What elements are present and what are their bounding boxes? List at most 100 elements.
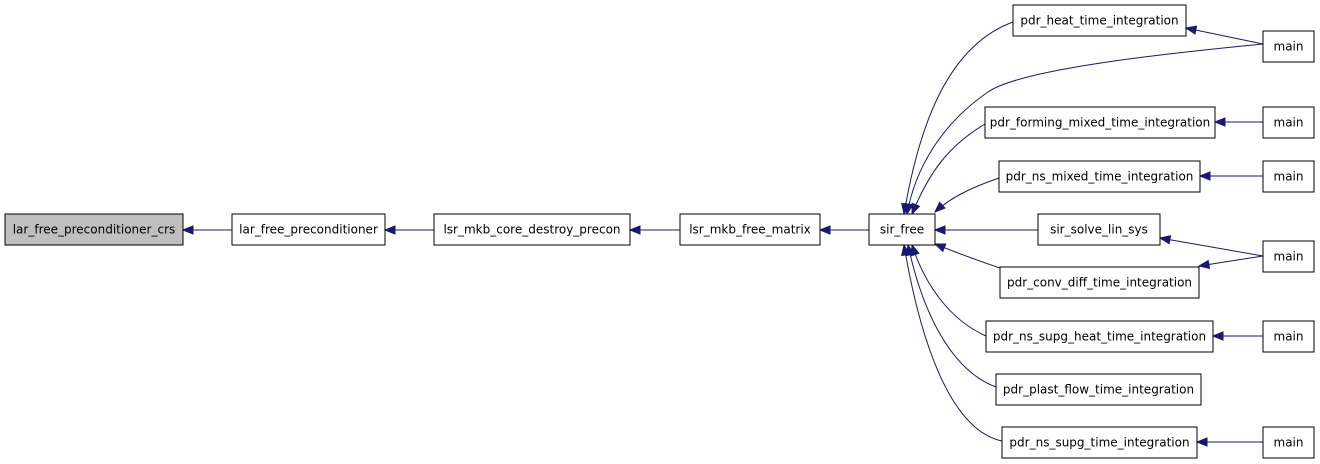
- nodes: lar_free_preconditioner_crs lar_free_prec…: [4, 4, 1315, 459]
- node-lsr-mkb-free-matrix[interactable]: lsr_mkb_free_matrix: [679, 213, 821, 246]
- node-label: pdr_plast_flow_time_integration: [1003, 383, 1194, 397]
- edge-line: [911, 123, 986, 215]
- node-label: pdr_ns_supg_time_integration: [1009, 436, 1189, 450]
- edge-n_solve-to-n_sir: [933, 225, 1038, 235]
- node-box: [1262, 240, 1315, 273]
- edge-m4-to-n_conv: [1197, 255, 1264, 270]
- arrowhead-icon: [1184, 25, 1198, 35]
- node-box: [868, 213, 936, 246]
- edge-line: [1198, 255, 1264, 267]
- node-box: [433, 213, 631, 246]
- node-box: [679, 213, 821, 246]
- edge-line: [906, 43, 1264, 215]
- node-main[interactable]: main: [1262, 30, 1315, 63]
- node-main[interactable]: main: [1262, 240, 1315, 273]
- node-pdr-forming-mixed-time-integration[interactable]: pdr_forming_mixed_time_integration: [984, 106, 1216, 139]
- arrowhead-icon: [1213, 117, 1226, 127]
- node-main[interactable]: main: [1262, 426, 1315, 459]
- node-main[interactable]: main: [1262, 320, 1315, 353]
- edge-n_lsrfm-to-n_lsrdp: [628, 225, 680, 235]
- node-label: main: [1274, 170, 1304, 184]
- arrowhead-icon: [1195, 437, 1208, 447]
- edges: [181, 21, 1264, 447]
- node-label: sir_solve_lin_sys: [1050, 223, 1148, 237]
- arrowhead-icon: [1197, 259, 1211, 270]
- node-box: [4, 213, 184, 246]
- edge-line: [903, 21, 1014, 215]
- node-box: [985, 320, 1214, 353]
- edge-line: [1185, 27, 1264, 45]
- node-label: main: [1274, 250, 1304, 264]
- node-sir-free[interactable]: sir_free: [868, 213, 936, 246]
- edge-n_nsmix-to-n_sir: [934, 177, 1000, 213]
- arrowhead-icon: [181, 225, 194, 235]
- node-box: [1001, 426, 1198, 459]
- node-label: main: [1274, 40, 1304, 54]
- arrowhead-icon: [934, 201, 946, 213]
- node-box: [1012, 4, 1187, 37]
- node-lsr-mkb-core-destroy-precon[interactable]: lsr_mkb_core_destroy_precon: [433, 213, 631, 246]
- node-pdr-conv-diff-time-integration[interactable]: pdr_conv_diff_time_integration: [999, 266, 1200, 299]
- node-label: lsr_mkb_core_destroy_precon: [443, 223, 620, 237]
- node-pdr-ns-supg-time-integration[interactable]: pdr_ns_supg_time_integration: [1001, 426, 1198, 459]
- edge-n_supg-to-n_sir: [901, 243, 1003, 442]
- edge-n_lsrdp-to-n_lfp: [383, 225, 434, 235]
- arrowhead-icon: [1211, 331, 1224, 341]
- node-label: sir_free: [880, 223, 924, 237]
- edge-line: [907, 244, 997, 388]
- node-main[interactable]: main: [1262, 106, 1315, 139]
- edge-m1-to-n_sir: [904, 43, 1264, 216]
- node-lar-free-preconditioner-crs: lar_free_preconditioner_crs: [4, 213, 184, 246]
- edge-n_form-to-n_sir: [911, 123, 986, 216]
- edge-m5-to-n_supgh: [1211, 331, 1263, 341]
- node-box: [1262, 30, 1315, 63]
- edge-n_conv-to-n_sir: [933, 243, 1001, 269]
- edge-m1-to-n_heat: [1184, 25, 1264, 45]
- edge-n_lfp-to-n_root: [181, 225, 232, 235]
- edge-m2-to-n_form: [1213, 117, 1263, 127]
- node-box: [995, 373, 1202, 406]
- edge-m4-to-n_solve: [1158, 235, 1264, 257]
- node-label: lar_free_preconditioner_crs: [13, 223, 176, 237]
- node-pdr-heat-time-integration[interactable]: pdr_heat_time_integration: [1012, 4, 1187, 37]
- node-label: main: [1274, 330, 1304, 344]
- arrowhead-icon: [901, 243, 911, 257]
- edge-line: [911, 244, 987, 337]
- arrowhead-icon: [904, 202, 914, 216]
- node-label: pdr_ns_supg_heat_time_integration: [993, 330, 1206, 344]
- arrowhead-icon: [818, 225, 831, 235]
- edge-m6-to-n_supg: [1195, 437, 1263, 447]
- edge-line: [1159, 237, 1264, 257]
- node-sir-solve-lin-sys[interactable]: sir_solve_lin_sys: [1037, 213, 1161, 246]
- node-label: pdr_forming_mixed_time_integration: [990, 116, 1211, 130]
- edge-n_sir-to-n_lsrfm: [818, 225, 869, 235]
- node-box: [231, 213, 386, 246]
- node-label: main: [1274, 436, 1304, 450]
- node-label: lar_free_preconditioner: [239, 223, 378, 237]
- node-label: main: [1274, 116, 1304, 130]
- arrowhead-icon: [628, 225, 641, 235]
- node-box: [1262, 426, 1315, 459]
- node-pdr-plast-flow-time-integration[interactable]: pdr_plast_flow_time_integration: [995, 373, 1202, 406]
- arrowhead-icon: [933, 225, 946, 235]
- arrowhead-icon: [911, 202, 921, 216]
- edge-m3-to-n_nsmix: [1198, 171, 1263, 181]
- arrowhead-icon: [933, 243, 947, 253]
- arrowhead-icon: [1158, 235, 1172, 245]
- node-lar-free-preconditioner[interactable]: lar_free_preconditioner: [231, 213, 386, 246]
- node-label: lsr_mkb_free_matrix: [689, 223, 811, 237]
- node-main[interactable]: main: [1262, 160, 1315, 193]
- node-label: pdr_heat_time_integration: [1020, 14, 1178, 28]
- arrowhead-icon: [383, 225, 396, 235]
- arrowhead-icon: [1198, 171, 1211, 181]
- node-pdr-ns-supg-heat-time-integration[interactable]: pdr_ns_supg_heat_time_integration: [985, 320, 1214, 353]
- node-box: [1037, 213, 1161, 246]
- node-box: [1262, 106, 1315, 139]
- edge-n_supgh-to-n_sir: [910, 243, 987, 337]
- node-box: [1262, 160, 1315, 193]
- node-box: [998, 160, 1201, 193]
- node-box: [984, 106, 1216, 139]
- node-box: [999, 266, 1200, 299]
- node-pdr-ns-mixed-time-integration[interactable]: pdr_ns_mixed_time_integration: [998, 160, 1201, 193]
